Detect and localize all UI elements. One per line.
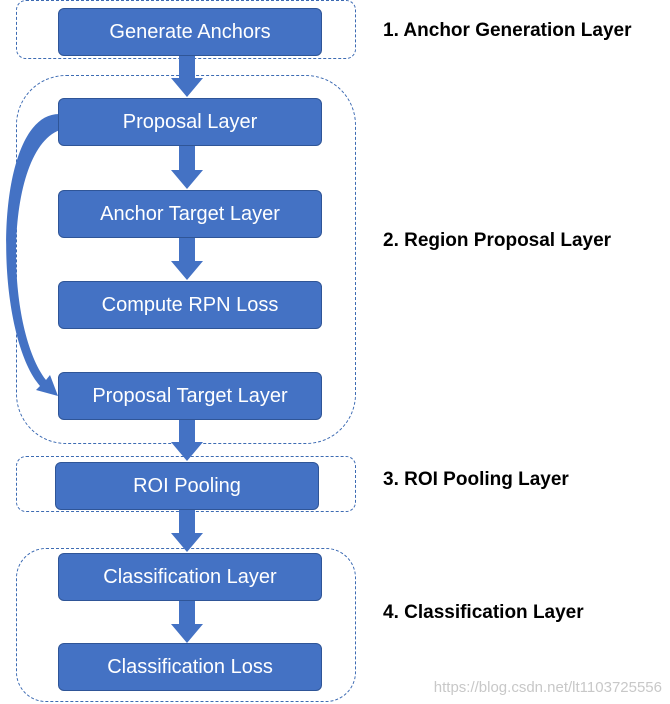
watermark: https://blog.csdn.net/lt1103725556 xyxy=(433,679,662,696)
arrow-classification-to-loss xyxy=(171,600,203,643)
arrow-roi-to-classification xyxy=(171,510,203,552)
roi-pooling-layer-label: 3. ROI Pooling Layer xyxy=(383,469,569,490)
region-proposal-layer-label: 2. Region Proposal Layer xyxy=(383,230,612,251)
arrow-proposal-to-proposal-target xyxy=(6,113,60,396)
proposal-layer-box: Proposal Layer xyxy=(58,98,322,146)
arrow-anchor-target-to-rpn-loss xyxy=(171,238,203,280)
classification-loss-box: Classification Loss xyxy=(58,643,322,691)
proposal-target-layer-box: Proposal Target Layer xyxy=(58,372,322,420)
compute-rpn-loss-box: Compute RPN Loss xyxy=(58,281,322,329)
anchor-target-layer-box: Anchor Target Layer xyxy=(58,190,322,238)
anchor-generation-layer-label: 1. Anchor Generation Layer xyxy=(383,20,632,41)
generate-anchors-box: Generate Anchors xyxy=(58,8,322,56)
classification-layer-label: 4. Classification Layer xyxy=(383,602,584,623)
arrow-generate-to-proposal xyxy=(171,55,203,97)
classification-layer-box: Classification Layer xyxy=(58,553,322,601)
arrow-proposal-to-anchor-target xyxy=(171,146,203,189)
roi-pooling-box: ROI Pooling xyxy=(55,462,319,510)
arrow-proposal-target-to-roi xyxy=(171,419,203,461)
